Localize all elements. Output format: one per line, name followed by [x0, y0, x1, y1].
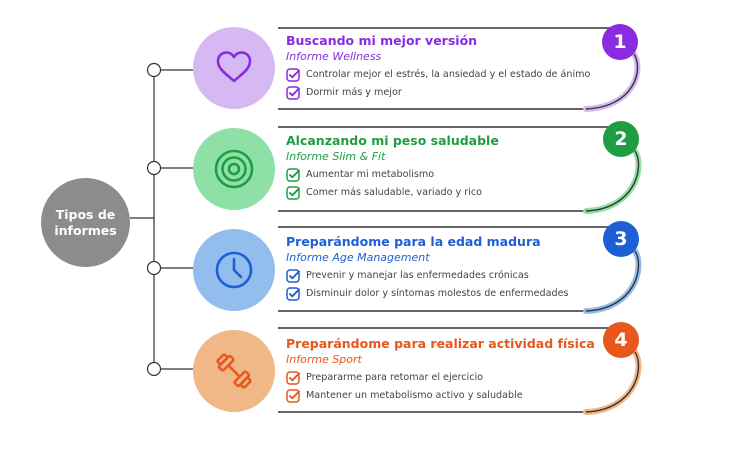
- number-badge: 2: [603, 121, 639, 157]
- target-icon: [214, 149, 254, 189]
- bullet-text: Prepararme para retomar el ejercicio: [306, 372, 484, 383]
- number-badge: 4: [603, 322, 639, 358]
- item-title: Preparándome para la edad madura: [286, 234, 541, 249]
- item-content: Buscando mi mejor versión Informe Wellne…: [286, 33, 616, 100]
- bullet-text: Disminuir dolor y síntomas molestos de e…: [306, 288, 569, 299]
- check-icon: [286, 86, 300, 100]
- bullet-text: Mantener un metabolismo activo y saludab…: [306, 390, 523, 401]
- bullet-item: Prepararme para retomar el ejercicio: [286, 371, 616, 385]
- dumbbell-icon: [216, 353, 252, 389]
- check-icon: [286, 287, 300, 301]
- bullet-text: Aumentar mi metabolismo: [306, 169, 435, 180]
- bracket-arc: [585, 53, 639, 110]
- icon-circle: [193, 229, 275, 311]
- bullet-item: Dormir más y mejor: [286, 86, 616, 100]
- bullet-item: Mantener un metabolismo activo y saludab…: [286, 389, 616, 403]
- check-icon: [286, 68, 300, 82]
- item-title: Alcanzando mi peso saludable: [286, 133, 499, 148]
- root-node: Tipos de informes: [41, 178, 130, 267]
- item-title: Buscando mi mejor versión: [286, 33, 478, 48]
- item-content: Alcanzando mi peso saludable Informe Sli…: [286, 133, 616, 200]
- item-title: Preparándome para realizar actividad fís…: [286, 336, 595, 351]
- item-subtitle: Informe Age Management: [286, 251, 430, 264]
- bullet-text: Comer más saludable, variado y rico: [306, 187, 482, 198]
- check-icon: [286, 168, 300, 182]
- bullet-item: Prevenir y manejar las enfermedades crón…: [286, 269, 616, 283]
- bullet-item: Aumentar mi metabolismo: [286, 168, 616, 182]
- bracket-arc: [585, 351, 640, 413]
- item-content: Preparándome para realizar actividad fís…: [286, 336, 616, 403]
- item-subtitle: Informe Slim & Fit: [286, 150, 386, 163]
- item-subtitle: Informe Sport: [286, 353, 362, 366]
- icon-circle: [193, 330, 275, 412]
- number-badge: 3: [603, 221, 639, 257]
- number-badge: 1: [602, 24, 638, 60]
- check-icon: [286, 186, 300, 200]
- bracket-arc: [585, 150, 640, 212]
- root-label: Tipos de informes: [54, 206, 117, 238]
- bullet-item: Comer más saludable, variado y rico: [286, 186, 616, 200]
- heart-icon: [216, 51, 252, 83]
- bullet-item: Disminuir dolor y síntomas molestos de e…: [286, 287, 616, 301]
- icon-circle: [193, 27, 275, 109]
- check-icon: [286, 371, 300, 385]
- bullet-text: Dormir más y mejor: [306, 87, 402, 98]
- branch-node: [146, 62, 162, 78]
- bracket-arc: [585, 250, 640, 312]
- bullet-item: Controlar mejor el estrés, la ansiedad y…: [286, 68, 616, 82]
- branch-node: [146, 260, 162, 276]
- check-icon: [286, 389, 300, 403]
- item-content: Preparándome para la edad madura Informe…: [286, 234, 616, 301]
- item-subtitle: Informe Wellness: [286, 50, 382, 63]
- bullet-text: Prevenir y manejar las enfermedades crón…: [306, 270, 529, 281]
- check-icon: [286, 269, 300, 283]
- branch-node: [146, 361, 162, 377]
- branch-node: [146, 160, 162, 176]
- bullet-text: Controlar mejor el estrés, la ansiedad y…: [306, 69, 591, 80]
- clock-icon: [215, 251, 253, 289]
- icon-circle: [193, 128, 275, 210]
